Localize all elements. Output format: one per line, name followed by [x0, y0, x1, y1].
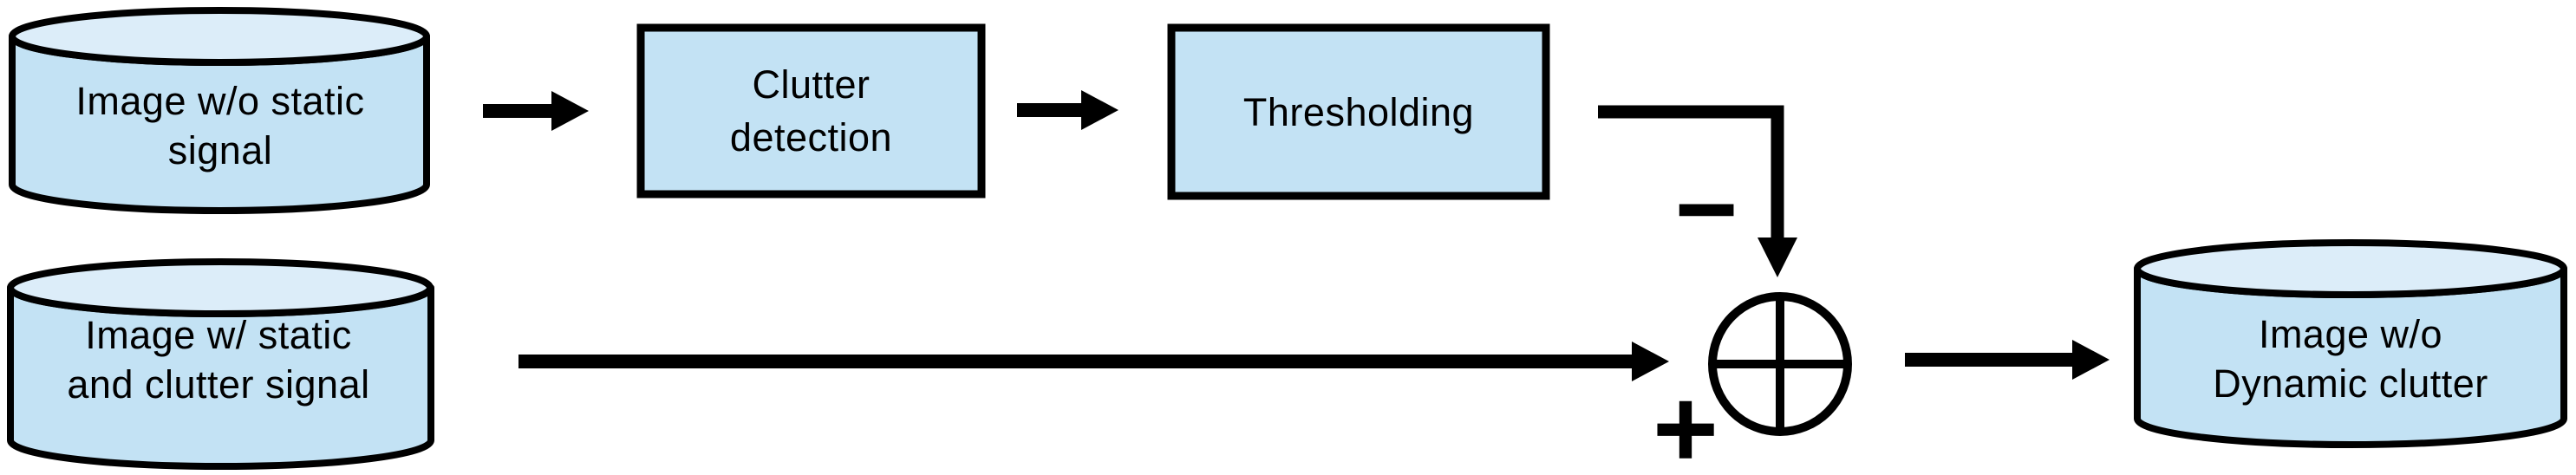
cylinder-output: [2134, 239, 2567, 448]
label-clutter-detection: Clutter detection: [729, 62, 893, 159]
box-clutter-detection: [636, 23, 986, 198]
cylinder-top: [2134, 239, 2567, 298]
cylinder-input-no-static: [9, 7, 430, 214]
plus-sign: +: [1653, 365, 1718, 475]
arrow-clutter-detection-to-thresholding: [1017, 90, 1118, 130]
label-input-no-static: Image w/o static signal: [75, 79, 365, 172]
arrow-input-to-clutter-detection: [483, 91, 589, 131]
arrow-input-static-clutter-to-summation: [518, 342, 1669, 381]
summation-node: [1708, 292, 1852, 436]
cylinder-top: [9, 7, 430, 66]
arrow-summation-to-output: [1905, 340, 2110, 380]
arrow-thresholding-to-summation: [1598, 105, 1797, 277]
cylinder-input-static-clutter: [7, 258, 434, 471]
box-thresholding: [1167, 23, 1550, 200]
cylinder-top: [7, 258, 434, 317]
minus-sign: −: [1674, 148, 1738, 270]
label-input-static-clutter: Image w/ static and clutter signal: [67, 313, 370, 407]
label-output: Image w/o Dynamic clutter: [2213, 312, 2488, 406]
label-thresholding: Thresholding: [1242, 89, 1475, 134]
